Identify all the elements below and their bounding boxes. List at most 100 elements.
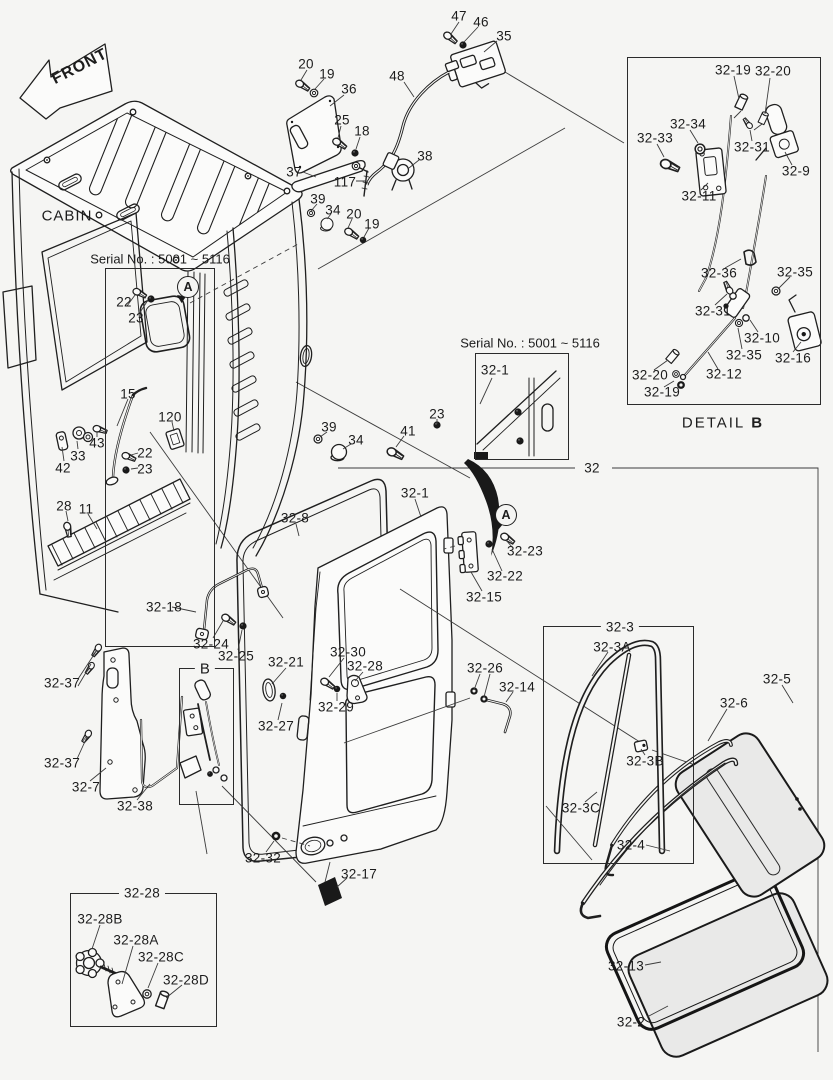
part-label-37: 37 — [286, 164, 302, 180]
serial-note-2: Serial No. : 5001 ~ 5116 — [460, 335, 600, 351]
part-label-47: 47 — [451, 8, 467, 24]
part-label-32-1: 32-1 — [480, 362, 510, 378]
part-label-32-28a: 32-28A — [113, 932, 159, 948]
view-marker-a: A — [177, 276, 199, 298]
part-label-32-14: 32-14 — [498, 679, 536, 695]
part-label-32-7: 32-7 — [71, 779, 101, 795]
part-label-32-36: 32-36 — [700, 265, 738, 281]
part-label-46: 46 — [473, 14, 489, 30]
part-label-117: 117 — [333, 174, 357, 190]
bracket-and-rod-drawing — [99, 647, 184, 800]
part-label-32-21: 32-21 — [267, 654, 305, 670]
part-label-32-35: 32-35 — [776, 264, 814, 280]
part-label-32-25: 32-25 — [217, 648, 255, 664]
part-label-32-19: 32-19 — [643, 384, 681, 400]
part-label-36: 36 — [341, 81, 357, 97]
part-label-32-18: 32-18 — [145, 599, 183, 615]
leader-lines — [61, 21, 802, 1018]
cabin-label: CABIN — [41, 207, 93, 225]
window-frame-and-glass-drawing — [545, 639, 829, 1058]
part-label-32-20: 32-20 — [631, 367, 669, 383]
part-label-35: 35 — [496, 28, 512, 44]
part-label-11: 11 — [78, 501, 94, 517]
part-label-32-38: 32-38 — [116, 798, 154, 814]
door-assembly-drawing — [177, 295, 794, 906]
part-label-32-28d: 32-28D — [162, 972, 210, 988]
part-label-32-33: 32-33 — [636, 130, 674, 146]
part-label-23: 23 — [128, 310, 144, 326]
part-label-32-16: 32-16 — [774, 350, 812, 366]
part-label-32-5: 32-5 — [762, 671, 792, 687]
part-label-33: 33 — [70, 448, 86, 464]
part-label-32-3a: 32-3A — [593, 639, 631, 655]
part-label-43: 43 — [89, 435, 105, 451]
part-label-32-27: 32-27 — [257, 718, 295, 734]
part-label-38: 38 — [417, 148, 433, 164]
serial-box-2-interior — [464, 370, 561, 556]
part-label-48: 48 — [389, 68, 405, 84]
part-label-23: 23 — [137, 461, 153, 477]
part-label-32-28c: 32-28C — [137, 949, 185, 965]
detail-b-caption: DETAIL B — [682, 415, 764, 432]
serial-range-box-1 — [105, 268, 215, 647]
part-label-22: 22 — [137, 445, 153, 461]
part-label-32-23: 32-23 — [506, 543, 544, 559]
part-label-32-20: 32-20 — [754, 63, 792, 79]
detail-b-caption-letter: B — [751, 414, 765, 432]
part-label-32-9: 32-9 — [781, 163, 811, 179]
part-label-32-22: 32-22 — [486, 568, 524, 584]
part-label-20: 20 — [346, 206, 362, 222]
part-label-20: 20 — [298, 56, 314, 72]
part-label-32-37: 32-37 — [43, 675, 81, 691]
part-label-28: 28 — [56, 498, 72, 514]
part-label-32-10: 32-10 — [743, 330, 781, 346]
latch-and-wiper-hardware — [286, 40, 506, 197]
part-label-32-4: 32-4 — [616, 837, 646, 853]
part-label-22: 22 — [116, 294, 132, 310]
part-label-32-35: 32-35 — [725, 347, 763, 363]
view-marker-a: A — [495, 504, 517, 526]
zone-b-mechanism — [179, 679, 317, 883]
part-label-39: 39 — [310, 191, 326, 207]
part-label-42: 42 — [55, 460, 71, 476]
knob-detail-drawing — [75, 947, 146, 1018]
part-label-32-11: 32-11 — [681, 188, 717, 204]
part-label-32-19: 32-19 — [714, 62, 752, 78]
part-label-32-8: 32-8 — [280, 510, 310, 526]
part-label-32-28: 32-28 — [346, 658, 384, 674]
detail-b-caption-prefix: DETAIL — [681, 414, 746, 432]
part-label-32-12: 32-12 — [705, 366, 743, 382]
part-label-25: 25 — [334, 112, 350, 128]
part-label-32-29: 32-29 — [317, 699, 355, 715]
part-label-39: 39 — [321, 419, 337, 435]
part-label-32-28: 32-28 — [118, 885, 166, 901]
detail-b-mechanism — [679, 103, 822, 381]
part-label-41: 41 — [400, 423, 416, 439]
part-label-32-17: 32-17 — [340, 866, 378, 882]
detail-b-box — [627, 57, 821, 405]
part-label-19: 19 — [364, 216, 380, 232]
part-label-120: 120 — [158, 409, 182, 425]
part-label-32-37: 32-37 — [43, 755, 81, 771]
part-label-32-26: 32-26 — [466, 660, 504, 676]
part-label-32-3c: 32-3C — [561, 800, 601, 816]
part-label-32-24: 32-24 — [192, 636, 230, 652]
part-label-32-32: 32-32 — [244, 850, 282, 866]
part-label-32-30: 32-30 — [329, 644, 367, 660]
part-label-32-31: 32-31 — [733, 139, 771, 155]
front-arrow — [19, 43, 113, 120]
part-label-18: 18 — [354, 123, 370, 139]
part-label-32-31: 32-31 — [694, 303, 732, 319]
part-label-b: B — [194, 660, 216, 678]
part-label-32-1: 32-1 — [400, 485, 430, 501]
part-label-34: 34 — [348, 432, 364, 448]
part-label-34: 34 — [325, 202, 341, 218]
part-label-32-2: 32-2 — [616, 1014, 646, 1030]
part-label-15: 15 — [120, 386, 136, 402]
part-label-32-28b: 32-28B — [77, 911, 123, 927]
part-label-32-13: 32-13 — [607, 958, 645, 974]
part-label-32-6: 32-6 — [719, 695, 749, 711]
serial-note-1: Serial No. : 5001 ~ 5116 — [90, 251, 230, 267]
